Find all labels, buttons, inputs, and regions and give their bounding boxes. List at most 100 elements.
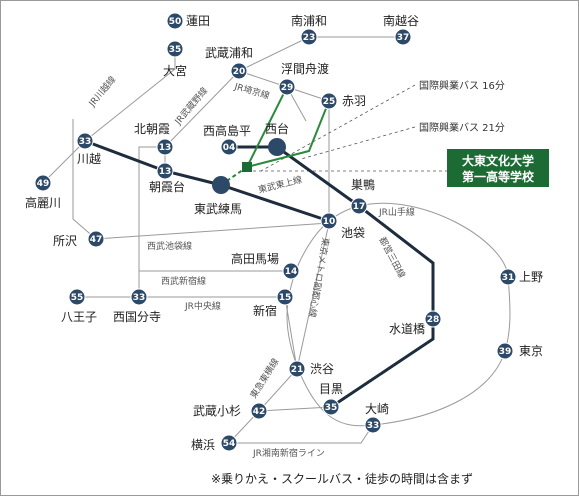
footer-note: ※乗りかえ・スクールバス・徒歩の時間は含まず [211,471,473,486]
station-number-komagawa: 49 [37,179,50,189]
station-number-kitaasaka: 13 [159,143,172,153]
bus-route-ukima [246,86,288,168]
label-ueno: 上野 [519,270,543,284]
label-akabane: 赤羽 [342,94,366,108]
station-badge-kawagoe: 33 [76,132,94,150]
label-kawagoe: 川越 [77,152,101,166]
label-sugamo: 巣鴨 [351,178,375,192]
station-number-shinjuku: 15 [279,293,292,303]
station-badge-nishikokubunji: 33 [130,288,148,306]
line-label-jr-yamanote: JR山手線 [378,206,415,218]
nishidai-dot [268,138,286,156]
label-asakadai: 朝霞台 [149,179,185,194]
bus-label-21: 国際興業バス 21分 [419,121,505,134]
label-omiya: 大宮 [163,63,187,78]
label-kitaasaka: 北朝霞 [134,122,170,136]
station-badge-akabane: 25 [320,92,338,110]
station-badge-omiya: 35 [166,40,184,58]
jr-musashino-line-south [138,146,165,297]
station-badge-hachioji: 55 [68,288,86,306]
station-number-yokohama: 54 [223,439,236,449]
station-number-minamikoshigaya: 37 [397,33,410,43]
label-nishidai: 西台 [265,121,289,136]
station-badges: 50 23 37 35 20 29 25 33 13 13 04 17 49 47 10 14 31 55 33 15… [34,12,517,452]
station-badge-kitaasaka: 13 [156,138,174,156]
station-number-tokorozawa: 47 [90,235,103,245]
label-shibuya: 渋谷 [310,362,334,376]
bus-label-16: 国際興業バス 16分 [419,79,505,92]
station-badge-shinjuku: 15 [276,288,294,306]
station-badge-komagawa: 49 [34,174,52,192]
station-number-kawagoe: 33 [79,137,92,147]
label-ukimafunado: 浮間舟渡 [281,61,329,76]
station-badge-hasuda: 50 [166,12,184,30]
station-badge-minamikoshigaya: 37 [394,28,412,46]
line-label-jr-kawagoe: JR川越線 [85,74,118,110]
station-number-osaki: 33 [367,421,380,431]
station-number-ueno: 31 [502,273,515,283]
station-badge-musashiurawa: 20 [230,62,248,80]
kosugi-meguro [258,406,332,412]
station-number-tokyo: 39 [499,347,512,357]
line-label-fukutoshin: 東京メトロ副都心線 [306,236,332,318]
label-nishikokubunji: 西国分寺 [113,310,161,324]
station-badge-yokohama: 54 [220,434,238,452]
station-number-musashikosugi: 42 [253,407,266,417]
station-number-takadanobaba: 14 [285,267,298,277]
school-marker [242,162,252,172]
station-number-sugamo: 17 [353,202,366,212]
label-minamiurawa: 南浦和 [291,13,327,28]
line-label-toyoko: 東急東横線 [247,356,281,401]
station-number-omiya: 35 [169,45,182,55]
station-number-ukimafunado: 29 [281,83,294,93]
label-takadanobaba: 高田馬場 [231,251,279,266]
station-number-ikebukuro: 10 [323,217,336,227]
station-number-meguro: 35 [325,403,338,413]
station-number-nishitakashimadaira: 04 [223,143,236,153]
station-badge-tokyo: 39 [496,342,514,360]
station-number-suidobashi: 28 [427,315,440,325]
seibu-ikebukuro-line [95,222,330,240]
station-badge-shibuya: 21 [288,360,306,378]
bus-leader-21 [300,126,416,160]
station-badge-ikebukuro: 10 [320,212,338,230]
station-number-asakadai: 13 [159,167,172,177]
label-suidobashi: 水道橋 [389,322,425,336]
fukutoshin-line [296,222,330,370]
station-badge-takadanobaba: 14 [282,262,300,280]
line-label-seibu-shinjuku: 西武新宿線 [161,275,206,287]
station-number-hasuda: 50 [169,17,182,27]
station-badge-tokorozawa: 47 [87,230,105,248]
label-hasuda: 蓮田 [186,14,210,28]
station-number-nishikokubunji: 33 [133,293,146,303]
line-label-seibu-ikebukuro: 西武池袋線 [147,240,192,252]
thin-lines [42,36,511,444]
tobu-tojo-bold [84,139,330,223]
line-label-jr-saikyo: JR埼京線 [232,80,271,102]
station-number-hachioji: 55 [71,293,84,303]
station-badge-nishitakashimadaira: 04 [220,138,238,156]
label-musashikosugi: 武蔵小杉 [193,404,241,418]
line-label-tobu-tojo: 東武東上線 [257,173,304,196]
bold-lines [84,139,435,409]
station-number-minamiurawa: 23 [303,33,316,43]
kawagoe-tokorozawa-line [72,119,97,240]
station-badge-musashikosugi: 42 [250,402,268,420]
station-badge-meguro: 35 [322,398,340,416]
tobunerima-dot [212,176,230,194]
bus-route-akabane [246,100,330,168]
station-badge-asakadai: 13 [156,162,174,180]
station-badge-ueno: 31 [499,268,517,286]
station-badge-sugamo: 17 [350,197,368,215]
line-label-shonan-shinjuku: JR湘南新宿ライン [252,447,325,459]
station-badge-minamiurawa: 23 [300,28,318,46]
station-number-akabane: 25 [323,97,336,107]
label-shinjuku: 新宿 [253,303,277,318]
label-nishitakashimadaira: 西高島平 [203,123,251,138]
station-badge-ukimafunado: 29 [278,78,296,96]
school-name-line2: 第一高等学校 [462,169,535,184]
shonan-shinjuku-line [229,424,374,444]
bus-routes [220,86,330,186]
